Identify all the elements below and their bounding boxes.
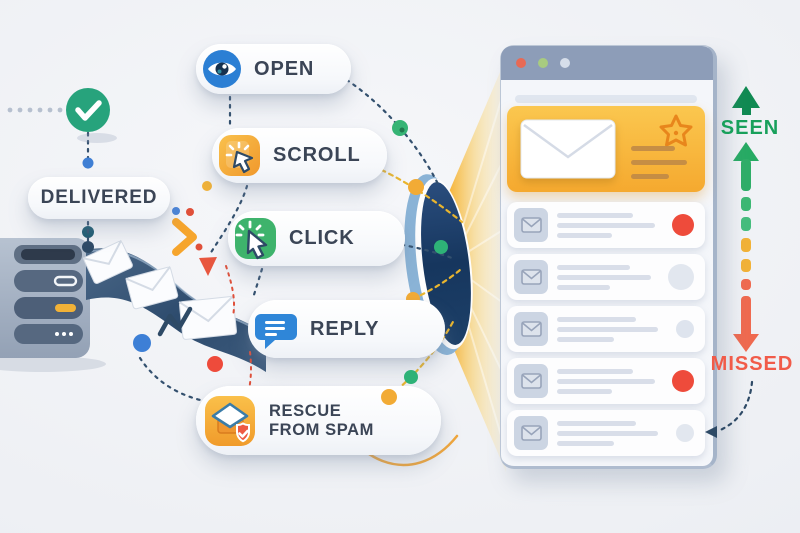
envelope-icon bbox=[514, 312, 548, 346]
click-label: CLICK bbox=[289, 227, 355, 249]
rescue-spam-icon bbox=[205, 395, 255, 446]
rescue-label-line1: RESCUE bbox=[269, 402, 342, 421]
row-indicator bbox=[676, 320, 694, 338]
engagement-arrow bbox=[732, 86, 760, 352]
pill-reply: REPLY bbox=[248, 300, 445, 358]
email-row bbox=[507, 358, 705, 404]
pill-delivered: DELIVERED bbox=[28, 177, 170, 219]
inbox-window bbox=[500, 45, 717, 469]
window-titlebar bbox=[501, 46, 713, 80]
envelope-icon bbox=[514, 364, 548, 398]
scroll-label: SCROLL bbox=[273, 144, 361, 166]
delivered-label: DELIVERED bbox=[40, 187, 158, 208]
envelope-icon bbox=[514, 416, 548, 450]
email-row bbox=[507, 202, 705, 248]
window-dot-gray bbox=[560, 58, 570, 68]
pill-open: OPEN bbox=[196, 44, 351, 94]
scroll-cursor-icon bbox=[219, 135, 260, 176]
email-rows bbox=[507, 202, 705, 456]
rescue-label-line2: FROM SPAM bbox=[269, 420, 375, 439]
email-text-lines bbox=[557, 316, 667, 342]
seen-label: SEEN bbox=[720, 117, 780, 139]
envelope-ribbon bbox=[82, 239, 267, 372]
row-indicator bbox=[672, 370, 694, 392]
open-label: OPEN bbox=[254, 57, 315, 80]
row-indicator bbox=[668, 264, 694, 290]
window-dot-green bbox=[538, 58, 548, 68]
check-circle-icon bbox=[66, 88, 117, 143]
server-icon bbox=[0, 226, 106, 372]
star-icon bbox=[657, 112, 695, 150]
email-text-lines bbox=[557, 212, 663, 238]
email-row bbox=[507, 306, 705, 352]
featured-email-card bbox=[507, 106, 705, 192]
envelope-icon bbox=[520, 119, 616, 179]
email-row bbox=[507, 254, 705, 300]
envelope-icon bbox=[82, 239, 238, 340]
pill-rescue-from-spam: RESCUE FROM SPAM bbox=[196, 386, 441, 455]
row-indicator bbox=[672, 214, 694, 236]
reply-bubble-icon bbox=[255, 308, 297, 350]
envelope-icon bbox=[514, 260, 548, 294]
email-text-lines bbox=[557, 264, 659, 290]
row-indicator bbox=[676, 424, 694, 442]
email-text-lines bbox=[557, 368, 663, 394]
pill-scroll: SCROLL bbox=[212, 128, 387, 183]
reply-label: REPLY bbox=[310, 317, 380, 340]
search-placeholder-bar bbox=[515, 95, 697, 103]
pill-click: CLICK bbox=[228, 211, 405, 266]
light-cone bbox=[449, 58, 507, 472]
envelope-icon bbox=[514, 208, 548, 242]
missed-label: MISSED bbox=[710, 353, 794, 375]
eye-icon bbox=[203, 50, 241, 88]
click-cursor-icon bbox=[235, 218, 276, 260]
featured-text-lines bbox=[631, 146, 687, 179]
email-text-lines bbox=[557, 420, 667, 446]
email-row bbox=[507, 410, 705, 456]
window-dot-red bbox=[516, 58, 526, 68]
